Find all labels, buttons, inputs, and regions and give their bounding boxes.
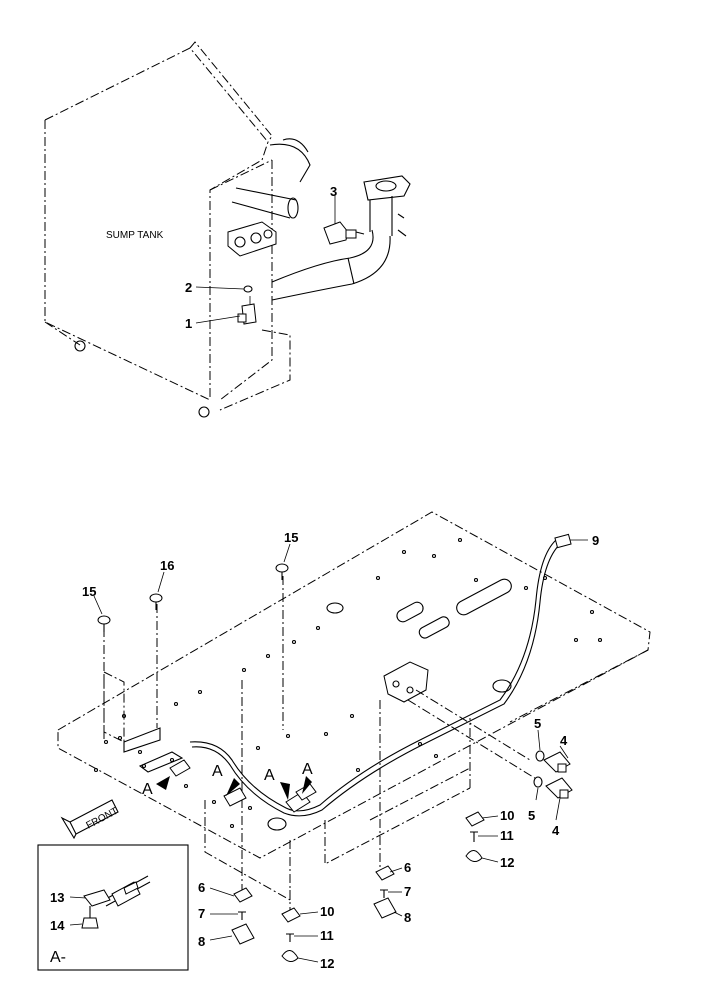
callout-11-right: 11 [500, 828, 514, 843]
wiring-harness [189, 533, 572, 817]
bolt-part-16 [149, 593, 163, 610]
clip-part-13 [83, 889, 111, 907]
manifold-block [227, 221, 277, 257]
plate-holes [93, 537, 603, 829]
callout-11-center: 11 [320, 928, 334, 943]
callout-14: 14 [50, 918, 65, 933]
fitting-part-1 [237, 296, 257, 325]
callout-5-lower: 5 [528, 808, 535, 823]
leader-lines [93, 539, 588, 963]
hardware-stack-right [465, 811, 485, 862]
harness-clamps [169, 759, 317, 813]
hardware-stack-left [231, 887, 255, 945]
hardware-stack-center [281, 907, 301, 962]
sensor-part-4-lower [545, 777, 573, 799]
o-ring-part-5-upper [535, 750, 545, 762]
view-marker-a-2: A [212, 763, 223, 780]
callout-4-lower: 4 [552, 823, 560, 838]
floor-plate-assembly: A A A A FRONT [57, 511, 651, 962]
sump-tank-assembly: SUMP TANK [44, 41, 411, 418]
detail-view-label: A- [50, 949, 66, 966]
callout-7-mid: 7 [404, 884, 411, 899]
callout-8-mid: 8 [404, 910, 411, 925]
o-ring-part-2 [243, 285, 253, 293]
callout-8-left: 8 [198, 934, 205, 949]
connector-part-9 [554, 533, 572, 549]
hardware-stack-mid [373, 865, 397, 919]
bolt-part-15-left [97, 615, 111, 632]
valve-part-3 [323, 221, 365, 245]
callout-7-left: 7 [198, 906, 205, 921]
callout-4-upper: 4 [560, 733, 568, 748]
callout-1: 1 [185, 316, 192, 331]
callout-6-left: 6 [198, 880, 205, 895]
bolt-part-14 [81, 906, 99, 929]
sensor-part-4-upper [543, 751, 571, 773]
callout-2: 2 [185, 280, 192, 295]
callout-12-center: 12 [320, 956, 334, 971]
front-label: FRONT [84, 806, 120, 832]
sump-tank-label: SUMP TANK [106, 230, 164, 241]
callout-15-center: 15 [284, 530, 298, 545]
callout-15-left: 15 [82, 584, 96, 599]
junction-block [383, 661, 429, 703]
front-arrow: FRONT [60, 799, 120, 840]
view-arrows [156, 772, 312, 800]
detail-view-inset: 13 14 A- [37, 844, 189, 971]
bolt-part-15-center [275, 563, 289, 580]
callout-6-mid: 6 [404, 860, 411, 875]
callout-13: 13 [50, 890, 64, 905]
o-ring-part-5-lower [533, 776, 543, 788]
callout-16: 16 [160, 558, 174, 573]
callout-3: 3 [330, 184, 337, 199]
view-marker-a-4: A [302, 761, 313, 778]
view-marker-a-3: A [264, 767, 275, 784]
callout-10-center: 10 [320, 904, 334, 919]
view-marker-a-1: A [142, 781, 153, 798]
callout-10-right: 10 [500, 808, 514, 823]
callout-9: 9 [592, 533, 599, 548]
callout-5-upper: 5 [534, 716, 541, 731]
callout-12-right: 12 [500, 855, 514, 870]
